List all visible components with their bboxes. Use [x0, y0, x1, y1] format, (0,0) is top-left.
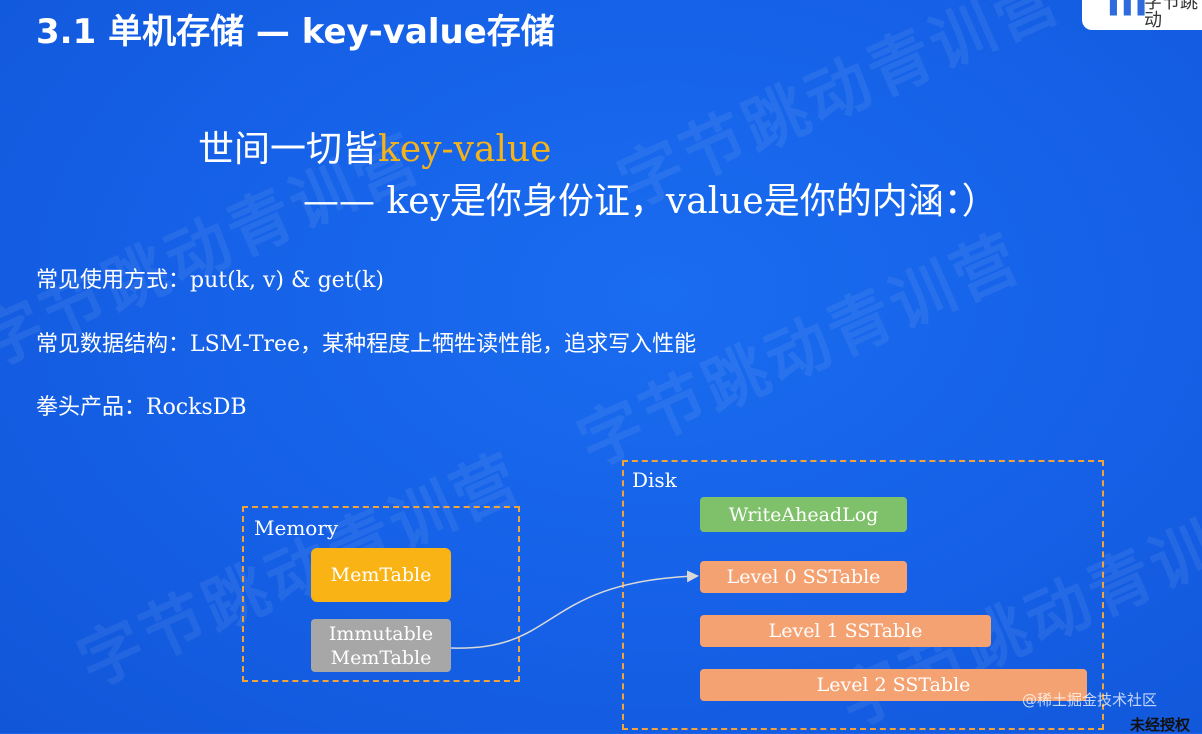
source-watermark: @稀土掘金技术社区 — [1022, 691, 1158, 709]
info-data-structure: 常见数据结构：LSM-Tree，某种程度上牺牲读性能，追求写入性能 — [36, 332, 697, 357]
slide-title: 3.1 单机存储 — key-value存储 — [36, 12, 555, 52]
brand-logo: ▌▌▌ 字节跳动 — [1082, 0, 1202, 30]
quote-plain-text: 世间一切皆 — [198, 129, 379, 170]
immutable-label-line2: MemTable — [330, 646, 432, 669]
level1-sstable-block: Level 1 SSTable — [700, 615, 991, 647]
unauthorized-notice: 未经授权 — [1130, 716, 1191, 734]
info-usage: 常见使用方式：put(k, v) & get(k) — [36, 268, 385, 293]
level2-sstable-block: Level 2 SSTable — [700, 669, 1087, 701]
bytedance-logo-icon: ▌▌▌ — [1110, 0, 1152, 16]
immutable-memtable-block: Immutable MemTable — [311, 619, 451, 672]
quote-line-2: —— key是你身份证，value是你的内涵：） — [303, 181, 998, 222]
level0-sstable-block: Level 0 SSTable — [700, 561, 907, 593]
disk-label: Disk — [632, 468, 677, 492]
immutable-label-line1: Immutable — [328, 622, 434, 645]
memory-label: Memory — [254, 516, 339, 540]
logo-text: 字节跳动 — [1144, 0, 1198, 31]
quote-highlight-text: key-value — [378, 129, 552, 170]
memtable-block: MemTable — [311, 548, 451, 602]
info-product: 拳头产品：RocksDB — [36, 395, 247, 420]
quote-line-1: 世间一切皆key-value — [198, 126, 551, 174]
write-ahead-log-block: WriteAheadLog — [700, 497, 907, 532]
